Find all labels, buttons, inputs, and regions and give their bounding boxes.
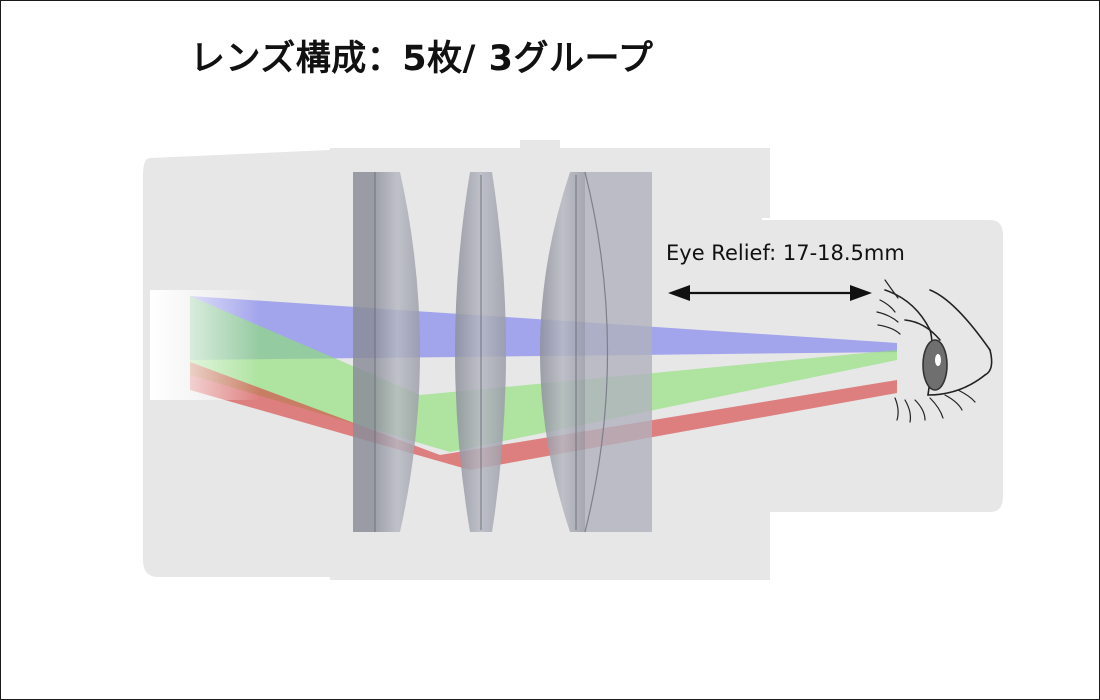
diagram-title: レンズ構成：5枚/ 3グループ bbox=[190, 39, 654, 79]
lens-group-2 bbox=[455, 172, 506, 532]
ray-red bbox=[190, 362, 897, 470]
eye-relief-label: Eye Relief: 17-18.5mm bbox=[666, 241, 905, 265]
eye-relief-arrow bbox=[668, 285, 872, 301]
lens-group-3 bbox=[540, 171, 652, 533]
lens-group-1 bbox=[353, 172, 420, 532]
eye-icon bbox=[876, 279, 993, 423]
